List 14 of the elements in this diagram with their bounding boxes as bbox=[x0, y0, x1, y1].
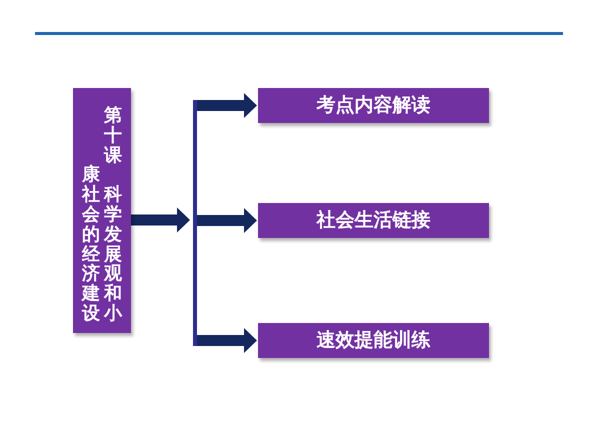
arrow bbox=[197, 328, 257, 353]
lesson-title: 科学发展观和小康社会的经济建设 bbox=[82, 165, 122, 324]
arrow bbox=[197, 93, 257, 118]
arrow bbox=[197, 208, 257, 233]
lesson-number: 第十课 bbox=[104, 106, 122, 166]
section-box bbox=[258, 203, 489, 238]
section-box bbox=[258, 323, 489, 358]
section-label: 速效提能训练 bbox=[316, 329, 430, 352]
lesson-title-box bbox=[73, 88, 131, 333]
arrow bbox=[131, 208, 190, 232]
bracket-line bbox=[193, 100, 197, 346]
section-label: 考点内容解读 bbox=[316, 94, 430, 117]
section-box bbox=[258, 88, 489, 123]
section-label: 社会生活链接 bbox=[316, 209, 430, 232]
